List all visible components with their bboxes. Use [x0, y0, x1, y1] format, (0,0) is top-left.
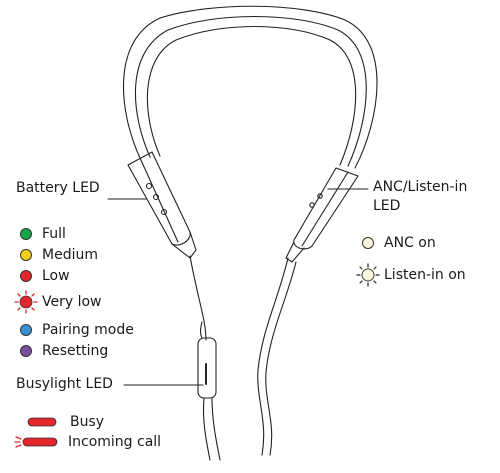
left-cable	[189, 255, 207, 341]
flashing-red-dot-icon	[14, 290, 38, 314]
purple-dot-icon	[20, 345, 32, 357]
legend-item-very-low: Very low	[14, 290, 102, 314]
legend-label: ANC on	[384, 235, 436, 251]
busylight-led-label: Busylight LED	[16, 376, 113, 392]
anc-led-label-line1: ANC/Listen-in	[373, 179, 468, 195]
right-cable	[257, 257, 289, 456]
legend-item-incoming-call: Incoming call	[14, 432, 161, 452]
green-dot-icon	[20, 228, 32, 240]
neckband-outer	[122, 5, 378, 169]
busylight-pod	[197, 337, 217, 399]
red-dot-icon	[20, 270, 32, 282]
legend-item-full: Full	[20, 224, 66, 244]
blue-dot-icon	[20, 324, 32, 336]
yellow-dot-icon	[20, 249, 32, 261]
legend-label: Medium	[42, 247, 98, 263]
legend-label: Busy	[70, 414, 105, 430]
legend-label: Listen-in on	[384, 267, 466, 283]
flashing-red-bar-icon	[14, 436, 58, 448]
anc-led-label-line2: LED	[373, 198, 401, 214]
legend-item-listen-in-on: Listen-in on	[356, 263, 466, 287]
legend-label: Resetting	[42, 343, 109, 359]
legend-item-low: Low	[20, 266, 70, 286]
legend-label: Full	[42, 226, 66, 242]
legend-item-pairing-mode: Pairing mode	[20, 320, 134, 340]
right-pod	[293, 167, 359, 250]
red-bar-icon	[27, 417, 57, 427]
legend-label: Pairing mode	[42, 322, 134, 338]
legend-label: Very low	[42, 294, 102, 310]
legend-item-medium: Medium	[20, 245, 98, 265]
legend-item-anc-on: ANC on	[362, 233, 436, 253]
legend-item-busy: Busy	[22, 412, 104, 432]
neckband-inner	[146, 26, 357, 166]
legend-label: Incoming call	[68, 434, 162, 450]
flashing-hollow-dot-icon	[356, 263, 380, 287]
legend-item-resetting: Resetting	[20, 341, 108, 361]
hollow-dot-icon	[362, 237, 374, 249]
battery-led-label: Battery LED	[16, 180, 100, 196]
legend-label: Low	[42, 268, 70, 284]
